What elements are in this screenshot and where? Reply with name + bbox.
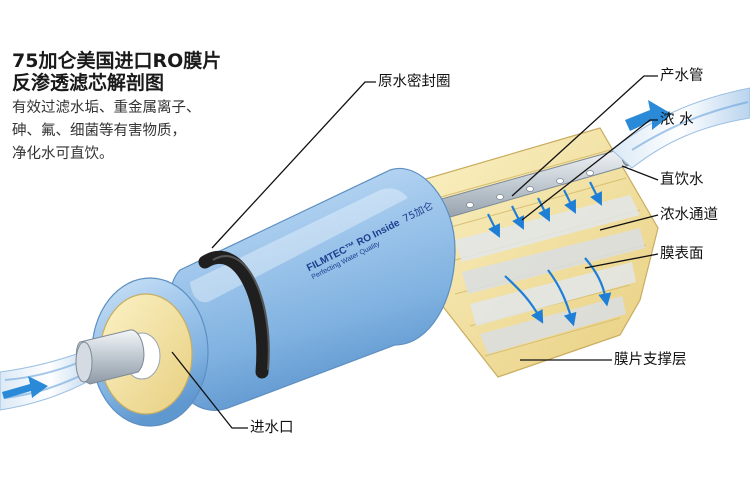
membrane-unrolled — [404, 127, 659, 378]
description-line-1: 有效过滤水垢、重金属离子、 — [12, 100, 201, 116]
leader-concentrate-channel — [599, 214, 659, 231]
cartridge-end-cap — [91, 277, 209, 427]
heading-line-1: 75加仑美国进口RO膜片 — [12, 50, 222, 72]
callout-concentrate: 浓 水 — [660, 112, 694, 128]
inlet-flow-arrow — [2, 376, 48, 399]
leader-concentrate — [521, 119, 658, 221]
leader-seal-ring — [211, 81, 376, 249]
callout-membrane-surface: 膜表面 — [660, 246, 704, 262]
callout-product-tube: 产水管 — [660, 68, 704, 84]
leader-product-tube — [511, 75, 658, 197]
callout-leaders — [171, 75, 659, 429]
inlet-pipe — [75, 329, 145, 385]
heading-line-2: 反渗透滤芯解剖图 — [12, 72, 165, 94]
outlet-water-stream — [611, 87, 750, 169]
leader-membrane-surface — [584, 253, 659, 269]
description-line-3: 净化水可直饮。 — [12, 146, 114, 162]
callout-drinking-water: 直饮水 — [660, 172, 704, 188]
description-line-2: 砷、氟、细菌等有害物质， — [12, 123, 186, 139]
leader-water-inlet — [171, 351, 248, 429]
leader-drinking-water — [621, 165, 659, 181]
callout-membrane-support: 膜片支撑层 — [614, 352, 687, 368]
seal-ring — [198, 250, 270, 379]
callout-water-inlet: 进水口 — [250, 420, 294, 436]
callout-concentrate-channel: 浓水通道 — [660, 207, 718, 223]
callout-seal-ring: 原水密封圈 — [378, 74, 451, 90]
